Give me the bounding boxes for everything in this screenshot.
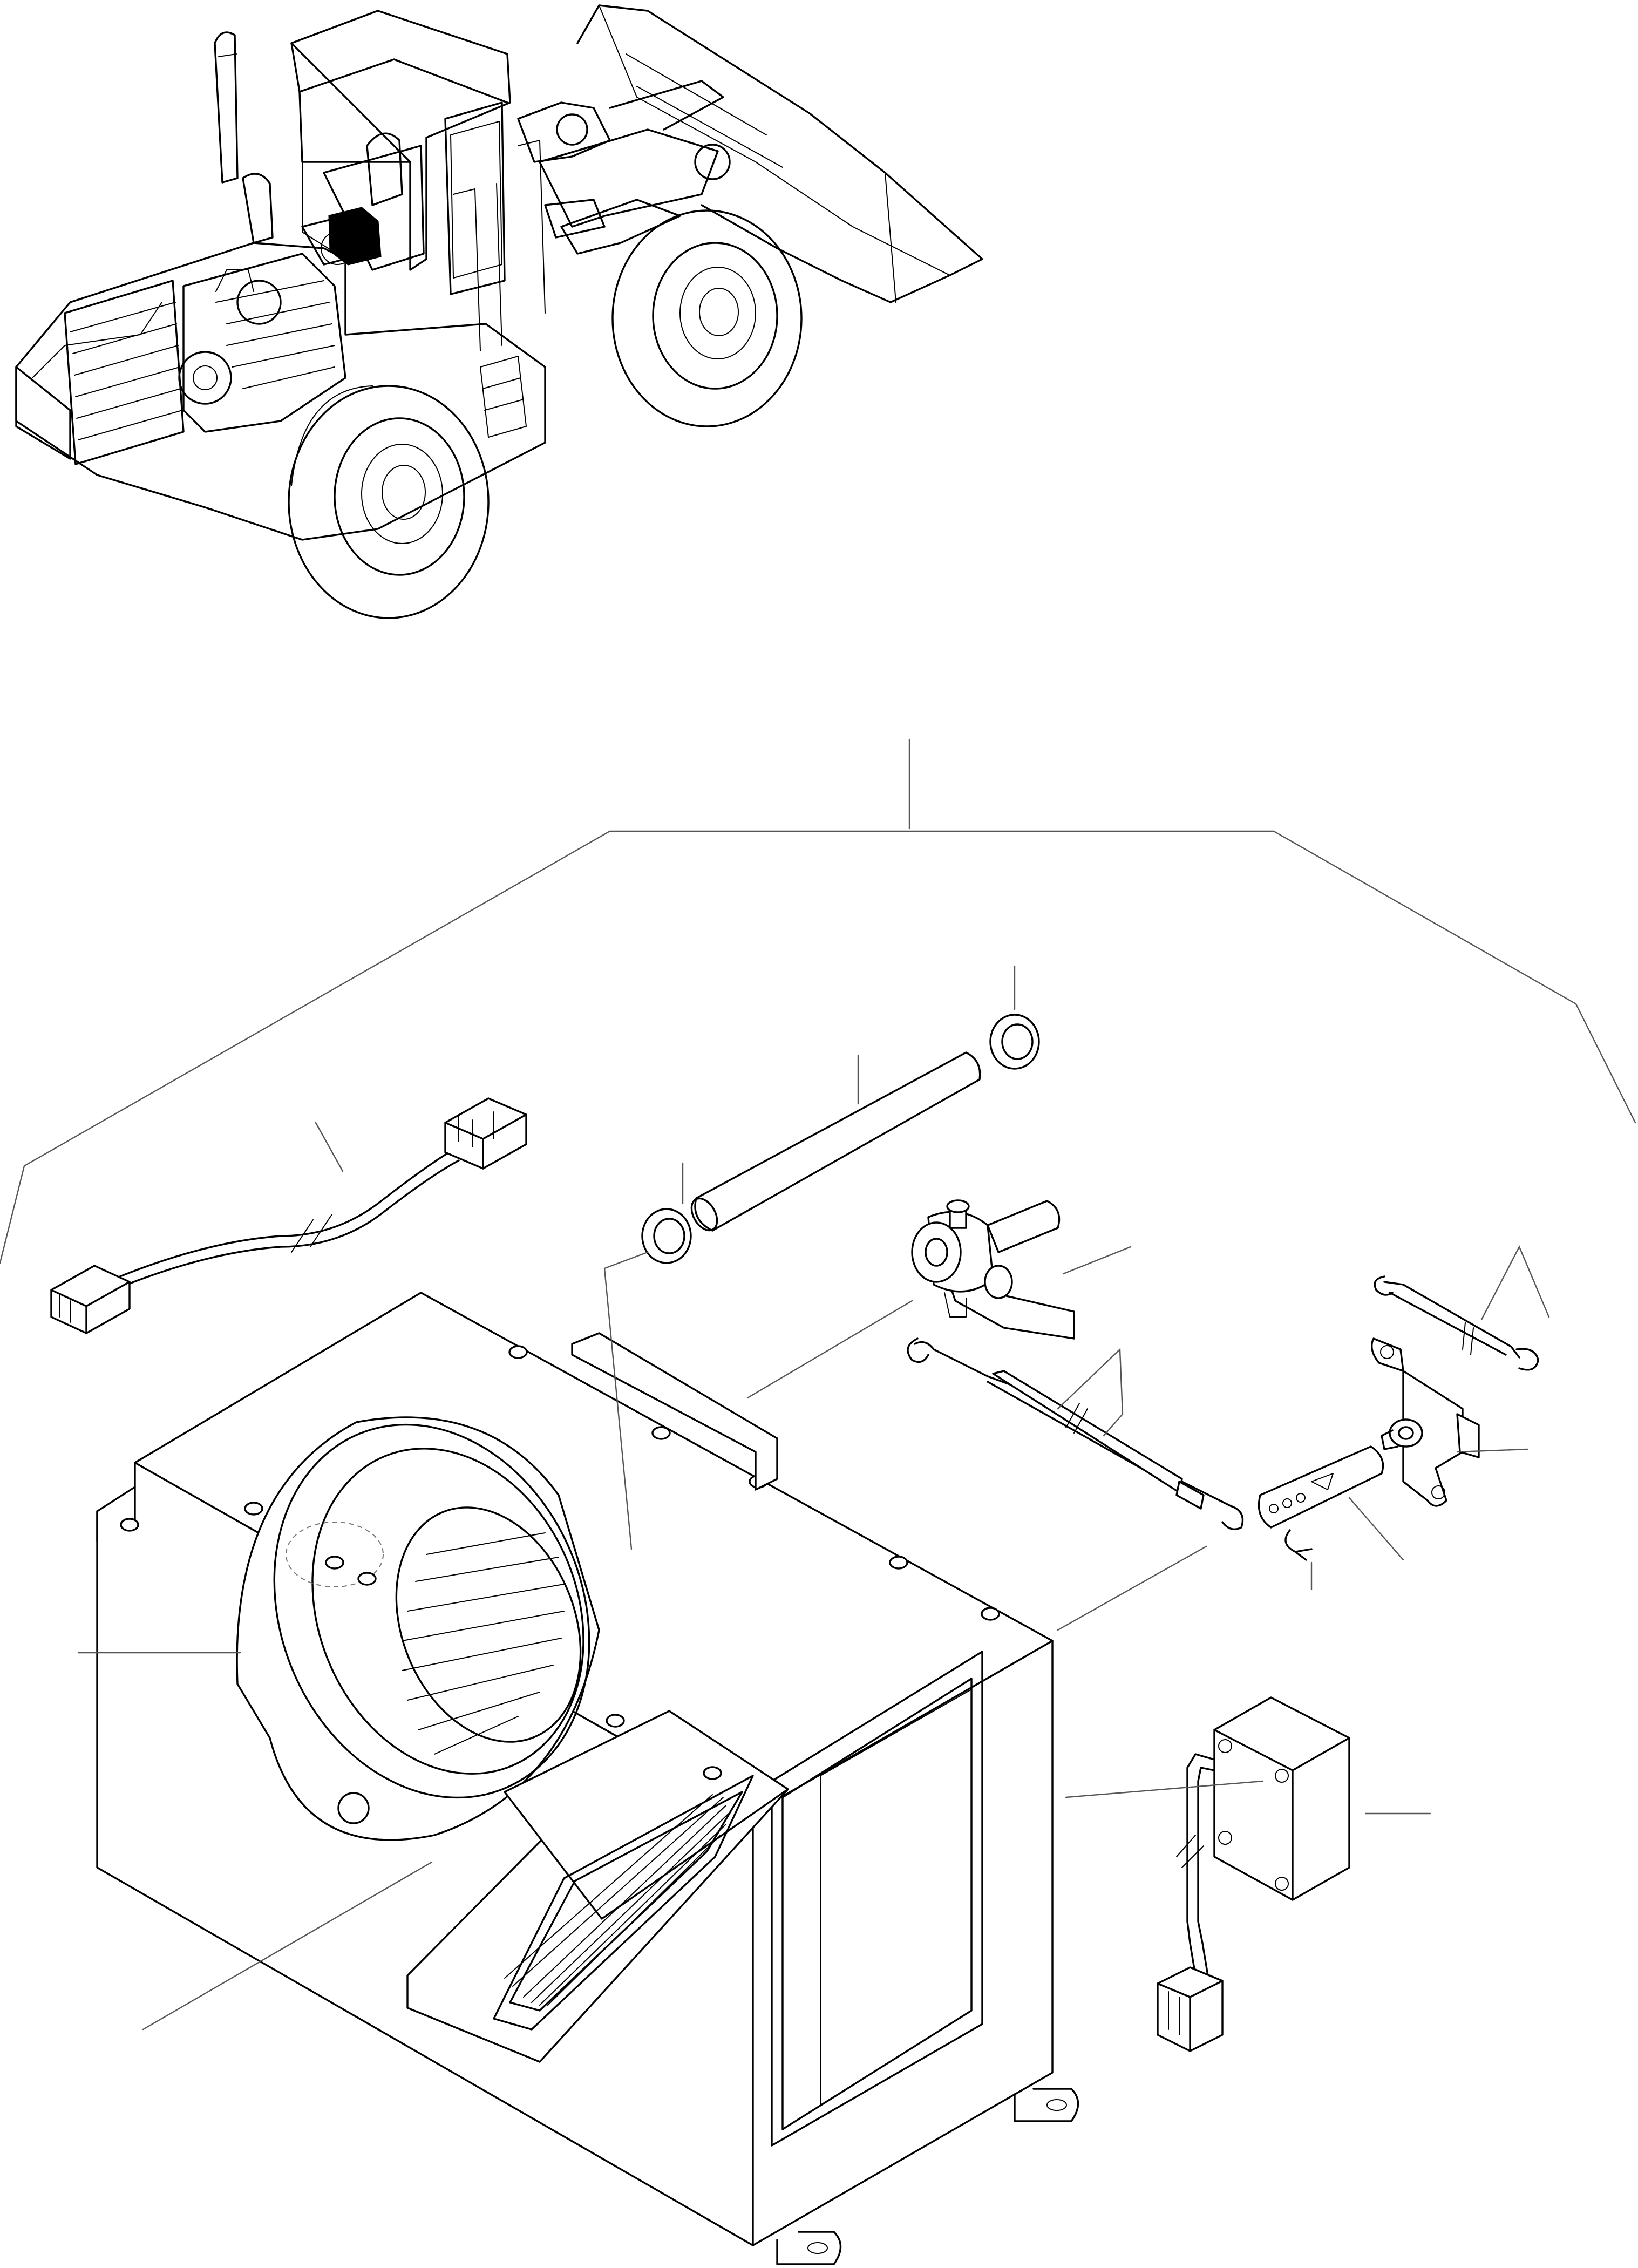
resistor	[1065, 1696, 1431, 2052]
short-rod	[1374, 1245, 1550, 1371]
bucket	[576, 4, 983, 303]
filter-mesh	[504, 1794, 729, 2006]
exhaust-stack	[214, 31, 274, 244]
pipe	[690, 1051, 981, 1232]
radiator-grille	[64, 280, 185, 465]
clip	[1284, 1529, 1313, 1591]
leader-lines	[77, 1545, 1207, 2031]
blower-fan	[236, 1416, 600, 1841]
connector-left	[50, 1265, 131, 1334]
filter-frame	[406, 1710, 789, 2063]
lever	[1258, 1445, 1404, 1561]
engine	[178, 215, 368, 433]
grommet-rear	[989, 965, 1040, 1070]
connector-right	[444, 1097, 527, 1170]
wheel-front	[288, 385, 490, 619]
fan-blades	[402, 1532, 565, 1755]
blower-location-highlight	[328, 207, 382, 266]
control-cable	[907, 1337, 1244, 1530]
assembly-bracket	[0, 738, 1636, 1264]
grommet-front	[641, 1162, 692, 1264]
wire-harness-with-connectors	[50, 1097, 527, 1334]
wheel-rear	[611, 209, 803, 427]
bracket-with-fitting	[1371, 1337, 1528, 1507]
water-valve	[746, 1199, 1132, 1399]
lift-arms	[517, 80, 731, 239]
wheel-loader-overview	[15, 4, 983, 619]
